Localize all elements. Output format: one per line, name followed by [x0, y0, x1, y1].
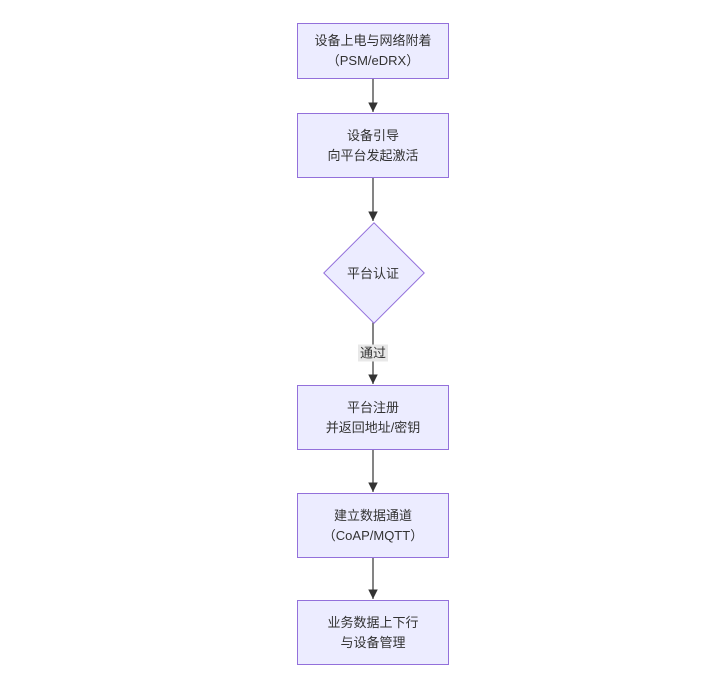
node-text: 平台认证: [346, 265, 399, 281]
node-platform-auth: 平台认证: [323, 222, 425, 324]
node-platform-register: 平台注册 并返回地址/密钥: [297, 385, 449, 450]
node-text: （PSM/eDRX）: [326, 53, 420, 68]
node-text: 向平台发起激活: [327, 147, 419, 163]
node-device-bootstrap: 设备引导 向平台发起激活: [297, 113, 449, 178]
node-text: （CoAP/MQTT）: [322, 527, 424, 543]
node-business-data: 业务数据上下行 与设备管理: [297, 600, 449, 665]
node-power-on-network-attach: 设备上电与网络附着 （PSM/eDRX）: [297, 23, 449, 79]
node-text: 设备上电与网络附着: [314, 33, 432, 48]
edge-label-pass: 通过: [357, 344, 389, 362]
node-data-channel: 建立数据通道 （CoAP/MQTT）: [297, 493, 449, 558]
node-text: 平台注册: [346, 399, 399, 415]
node-text: 业务数据上下行: [327, 614, 419, 630]
node-text: 并返回地址/密钥: [325, 419, 421, 435]
node-text: 建立数据通道: [333, 507, 412, 523]
node-text: 设备引导: [346, 127, 399, 143]
node-text: 与设备管理: [340, 634, 406, 650]
